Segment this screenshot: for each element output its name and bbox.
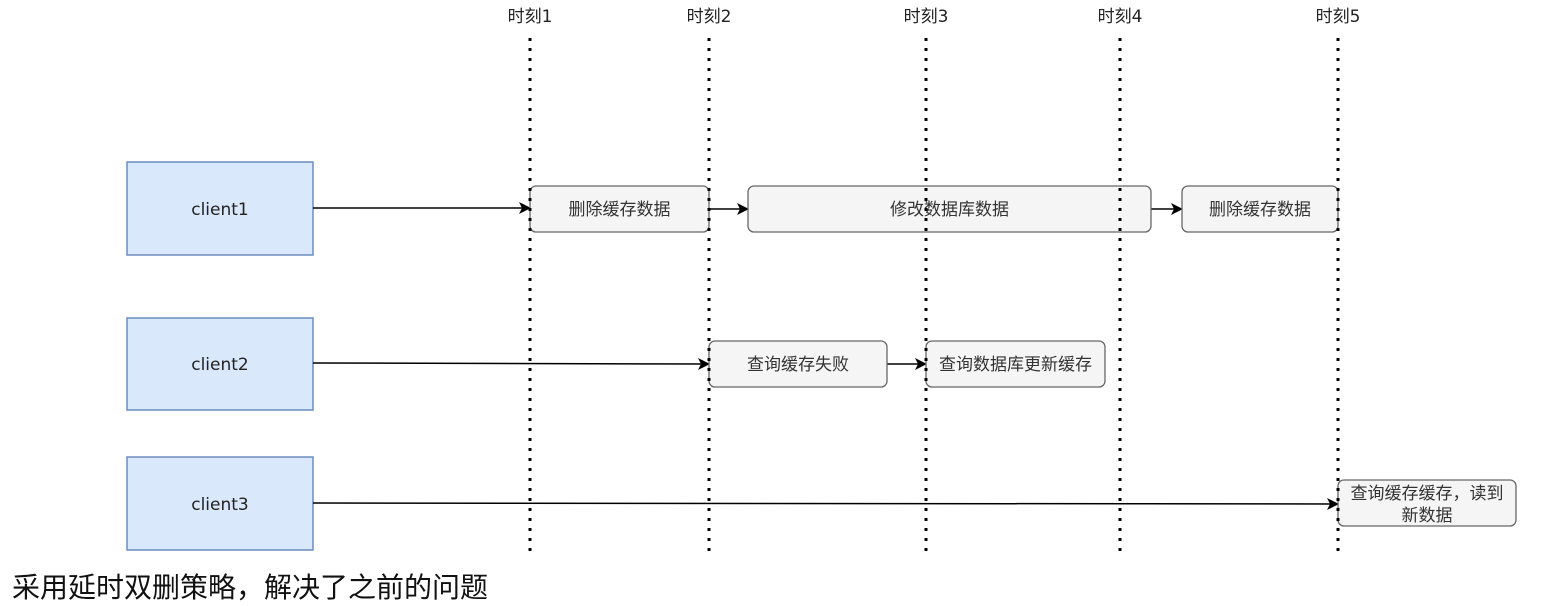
step-c1-delete-cache-1: 删除缓存数据	[529, 185, 710, 233]
step-c1-update-db: 修改数据库数据	[747, 185, 1152, 233]
step-c1-delete-cache-1-label: 删除缓存数据	[569, 200, 671, 220]
step-c1-update-db-label: 修改数据库数据	[890, 200, 1009, 220]
client3-node: client3	[126, 456, 314, 551]
moment-label-4: 时刻4	[1098, 7, 1143, 27]
caption: 采用延时双删策略，解决了之前的问题	[12, 571, 489, 604]
client1-label: client1	[191, 200, 249, 220]
moment-label-5: 时刻5	[1316, 7, 1361, 27]
moment-label-1: 时刻1	[508, 7, 553, 27]
step-c3-read-new-data-label-line1: 查询缓存缓存，读到	[1351, 484, 1504, 504]
arrow-client2-to-query-cache	[312, 357, 710, 370]
step-c2-query-cache-fail-label: 查询缓存失败	[747, 355, 849, 375]
client2-label: client2	[191, 355, 249, 375]
step-c1-delete-cache-2: 删除缓存数据	[1181, 185, 1339, 233]
moment-label-2: 时刻2	[687, 7, 732, 27]
client3-label: client3	[191, 495, 249, 515]
client2-node: client2	[126, 317, 314, 411]
step-c2-query-cache-fail: 查询缓存失败	[708, 340, 888, 388]
step-c2-query-db-update-cache-label: 查询数据库更新缓存	[939, 355, 1092, 375]
step-c3-read-new-data: 查询缓存缓存，读到 新数据	[1337, 479, 1517, 527]
step-c2-query-db-update-cache: 查询数据库更新缓存	[925, 340, 1106, 388]
client1-node: client1	[126, 161, 314, 256]
moment-label-3: 时刻3	[904, 7, 949, 27]
arrow-client3-to-read-cache	[312, 497, 1339, 510]
step-c1-delete-cache-2-label: 删除缓存数据	[1209, 200, 1311, 220]
step-c3-read-new-data-label-line2: 新数据	[1402, 506, 1453, 526]
